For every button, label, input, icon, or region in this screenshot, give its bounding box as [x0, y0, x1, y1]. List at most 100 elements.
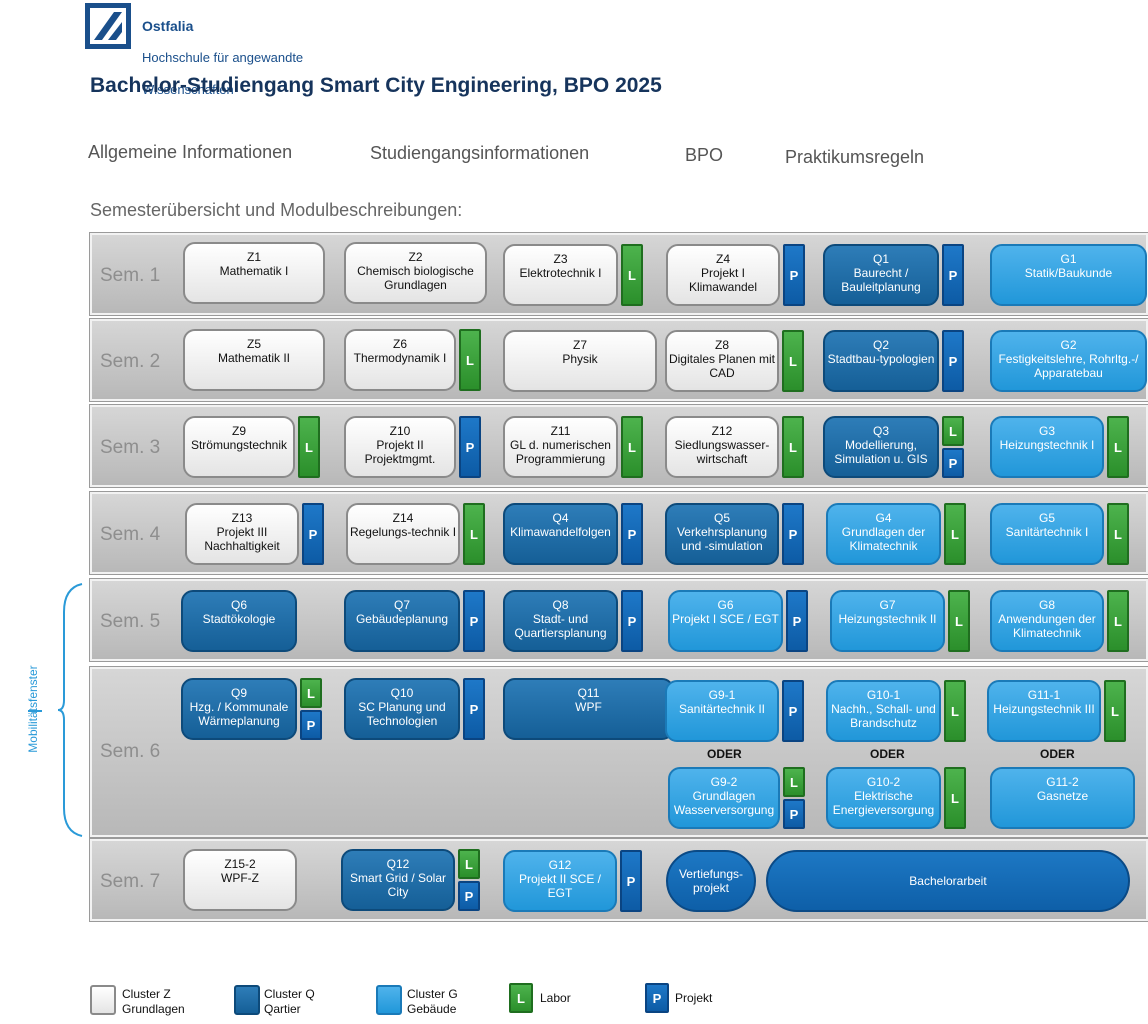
semester-label: Sem. 7 — [100, 871, 161, 892]
nav-bpo[interactable]: BPO — [685, 145, 724, 165]
projekt-badge[interactable]: P — [942, 244, 964, 306]
projekt-badge[interactable]: P — [621, 503, 643, 565]
labor-badge[interactable]: L — [948, 590, 970, 652]
labor-badge[interactable]: L — [944, 680, 966, 742]
oder-label: ODER — [1040, 747, 1075, 761]
projekt-badge[interactable]: P — [458, 881, 480, 911]
projekt-badge[interactable]: P — [459, 416, 481, 478]
nav-praktikumsregeln[interactable]: Praktikumsregeln — [785, 147, 925, 167]
projekt-badge[interactable]: P — [942, 448, 964, 478]
nav-allgemeine-informationen[interactable]: Allgemeine Informationen — [88, 142, 293, 162]
page-title: Bachelor-Studiengang Smart City Engineer… — [90, 74, 662, 97]
labor-badge[interactable]: L — [783, 767, 805, 797]
labor-badge[interactable]: L — [782, 416, 804, 478]
projekt-badge[interactable]: P — [621, 590, 643, 652]
labor-badge[interactable]: L — [1107, 416, 1129, 478]
projekt-badge[interactable]: P — [783, 244, 805, 306]
projekt-badge[interactable]: P — [300, 710, 322, 740]
labor-badge[interactable]: L — [1104, 680, 1126, 742]
labor-badge[interactable]: L — [459, 329, 481, 391]
module-code: G9-2 — [710, 775, 738, 789]
labor-badge[interactable]: L — [944, 767, 966, 829]
labor-badge[interactable]: L — [782, 330, 804, 392]
module-bachelorarbeit[interactable]: Bachelorarbeit — [766, 850, 1130, 912]
module-code: Q10 — [390, 686, 414, 700]
labor-badge[interactable]: L — [1107, 503, 1129, 565]
projekt-badge[interactable]: P — [782, 680, 804, 742]
module-code: G11-2 — [1046, 775, 1079, 789]
nav-studiengangsinformationen[interactable]: Studiengangsinformationen — [370, 143, 590, 163]
module-code: Z1 — [246, 250, 261, 264]
projekt-badge[interactable]: P — [620, 850, 642, 912]
projekt-badge[interactable]: P — [302, 503, 324, 565]
projekt-badge[interactable]: P — [782, 503, 804, 565]
labor-badge[interactable]: L — [621, 244, 643, 306]
projekt-badge[interactable]: P — [942, 330, 964, 392]
labor-badge[interactable]: L — [298, 416, 320, 478]
labor-badge[interactable]: L — [458, 849, 480, 879]
module-name: Regelungs-technik I — [349, 525, 457, 539]
projekt-badge[interactable]: P — [786, 590, 808, 652]
ostfalia-logo[interactable] — [84, 2, 132, 50]
module-name: Statik/Baukunde — [1024, 266, 1113, 280]
module-code: Z2 — [408, 250, 423, 264]
labor-badge[interactable]: L — [463, 503, 485, 565]
projekt-badge[interactable]: P — [783, 799, 805, 829]
labor-badge[interactable]: L — [942, 416, 964, 446]
projekt-badge[interactable]: P — [463, 678, 485, 740]
module-code: Z3 — [553, 252, 568, 266]
projekt-badge[interactable]: P — [463, 590, 485, 652]
module-vertiefungs-projekt[interactable]: Vertiefungs-projekt — [666, 850, 756, 912]
module-code: G4 — [875, 511, 892, 525]
labor-badge[interactable]: L — [1107, 590, 1129, 652]
labor-badge[interactable]: L — [944, 503, 966, 565]
legend-swatch-labor: L — [509, 983, 533, 1013]
labor-badge[interactable]: L — [300, 678, 322, 708]
module-name: Physik — [562, 352, 598, 366]
labor-badge[interactable]: L — [621, 416, 643, 478]
module-name: Projekt II Projektmgmt. — [364, 438, 436, 466]
